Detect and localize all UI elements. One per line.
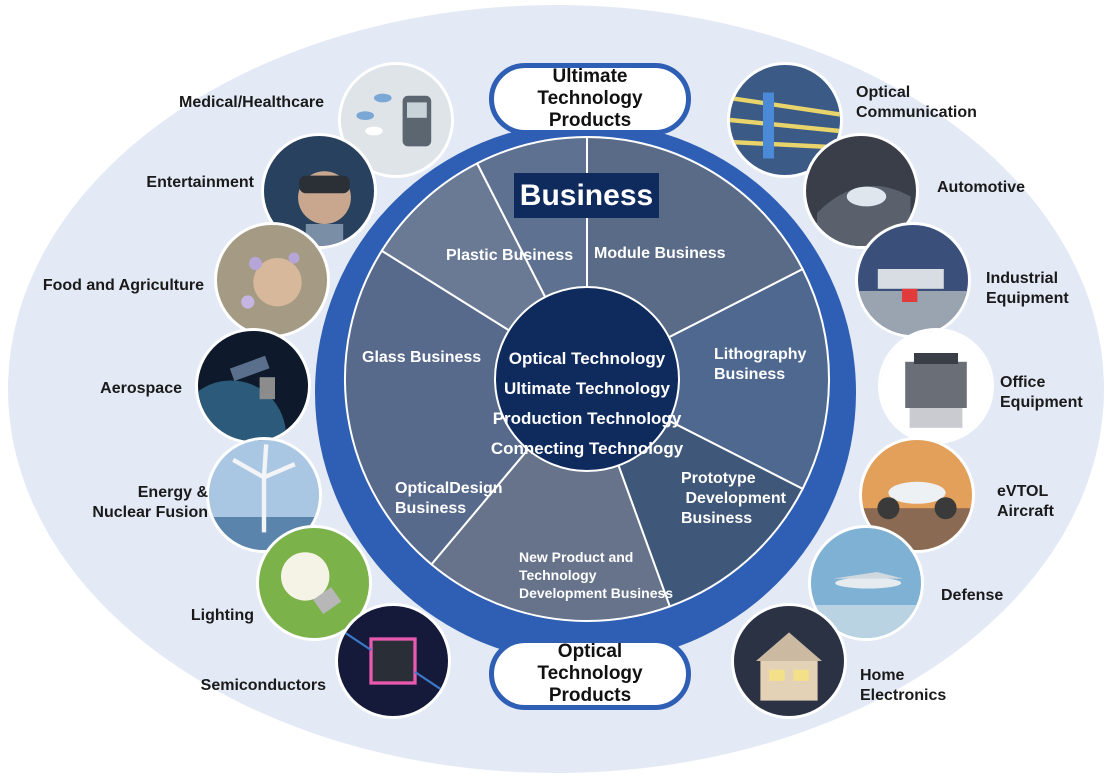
app-label-defense: Defense: [941, 587, 1004, 604]
app-label-food-agriculture: Food and Agriculture: [42, 277, 204, 294]
business-title-box: Business: [514, 173, 659, 218]
app-label-lighting: Lighting: [190, 607, 254, 624]
business-segment: [584, 267, 831, 491]
ultimate-technology-products-label: Ultimate Technology Products: [537, 66, 643, 131]
app-label-aerospace: Aerospace: [100, 380, 182, 397]
business-segment: [344, 249, 589, 566]
ultimate-technology-products-pill: Ultimate Technology Products: [489, 63, 691, 135]
business-segment-label: Module Business: [594, 245, 726, 262]
house-icon: [731, 603, 847, 719]
business-title: Business: [519, 178, 654, 212]
app-label-industrial-equipment: Industrial Equipment: [986, 270, 1069, 307]
app-label-semiconductors: Semiconductors: [200, 677, 326, 694]
app-label-evtol-aircraft: eVTOL Aircraft: [997, 483, 1054, 520]
core-technology-label: Production Technology: [493, 409, 682, 428]
business-segment: [430, 377, 672, 622]
app-label-optical-communication: Optical Communication: [856, 84, 977, 121]
evtol-icon: [859, 437, 975, 553]
app-label-automotive: Automotive: [937, 179, 1025, 196]
light-bulb-icon: [256, 525, 372, 641]
app-label-medical: Medical/Healthcare: [179, 94, 324, 111]
laser-sensor-icon: [855, 222, 971, 338]
business-segment-label: Plastic Business: [446, 247, 573, 264]
printer-icon: [878, 328, 994, 444]
core-technology-label: Ultimate Technology: [504, 379, 670, 398]
core-technology-circle: [494, 286, 680, 472]
optical-technology-products-label: Optical Technology Products: [537, 641, 643, 706]
flower-icon: [214, 222, 330, 338]
business-segment-label: Glass Business: [362, 349, 481, 366]
optical-technology-products-pill: Optical Technology Products: [489, 638, 691, 710]
app-label-home-electronics: Home Electronics: [860, 667, 947, 704]
core-technology-label: Optical Technology: [509, 349, 666, 368]
app-label-energy: Energy & Nuclear Fusion: [92, 484, 208, 521]
app-label-office-equipment: Office Equipment: [1000, 374, 1083, 411]
satellite-icon: [195, 328, 311, 444]
core-technology-label: Connecting Technology: [491, 439, 684, 458]
chip-icon: [335, 603, 451, 719]
app-label-entertainment: Entertainment: [146, 174, 254, 191]
